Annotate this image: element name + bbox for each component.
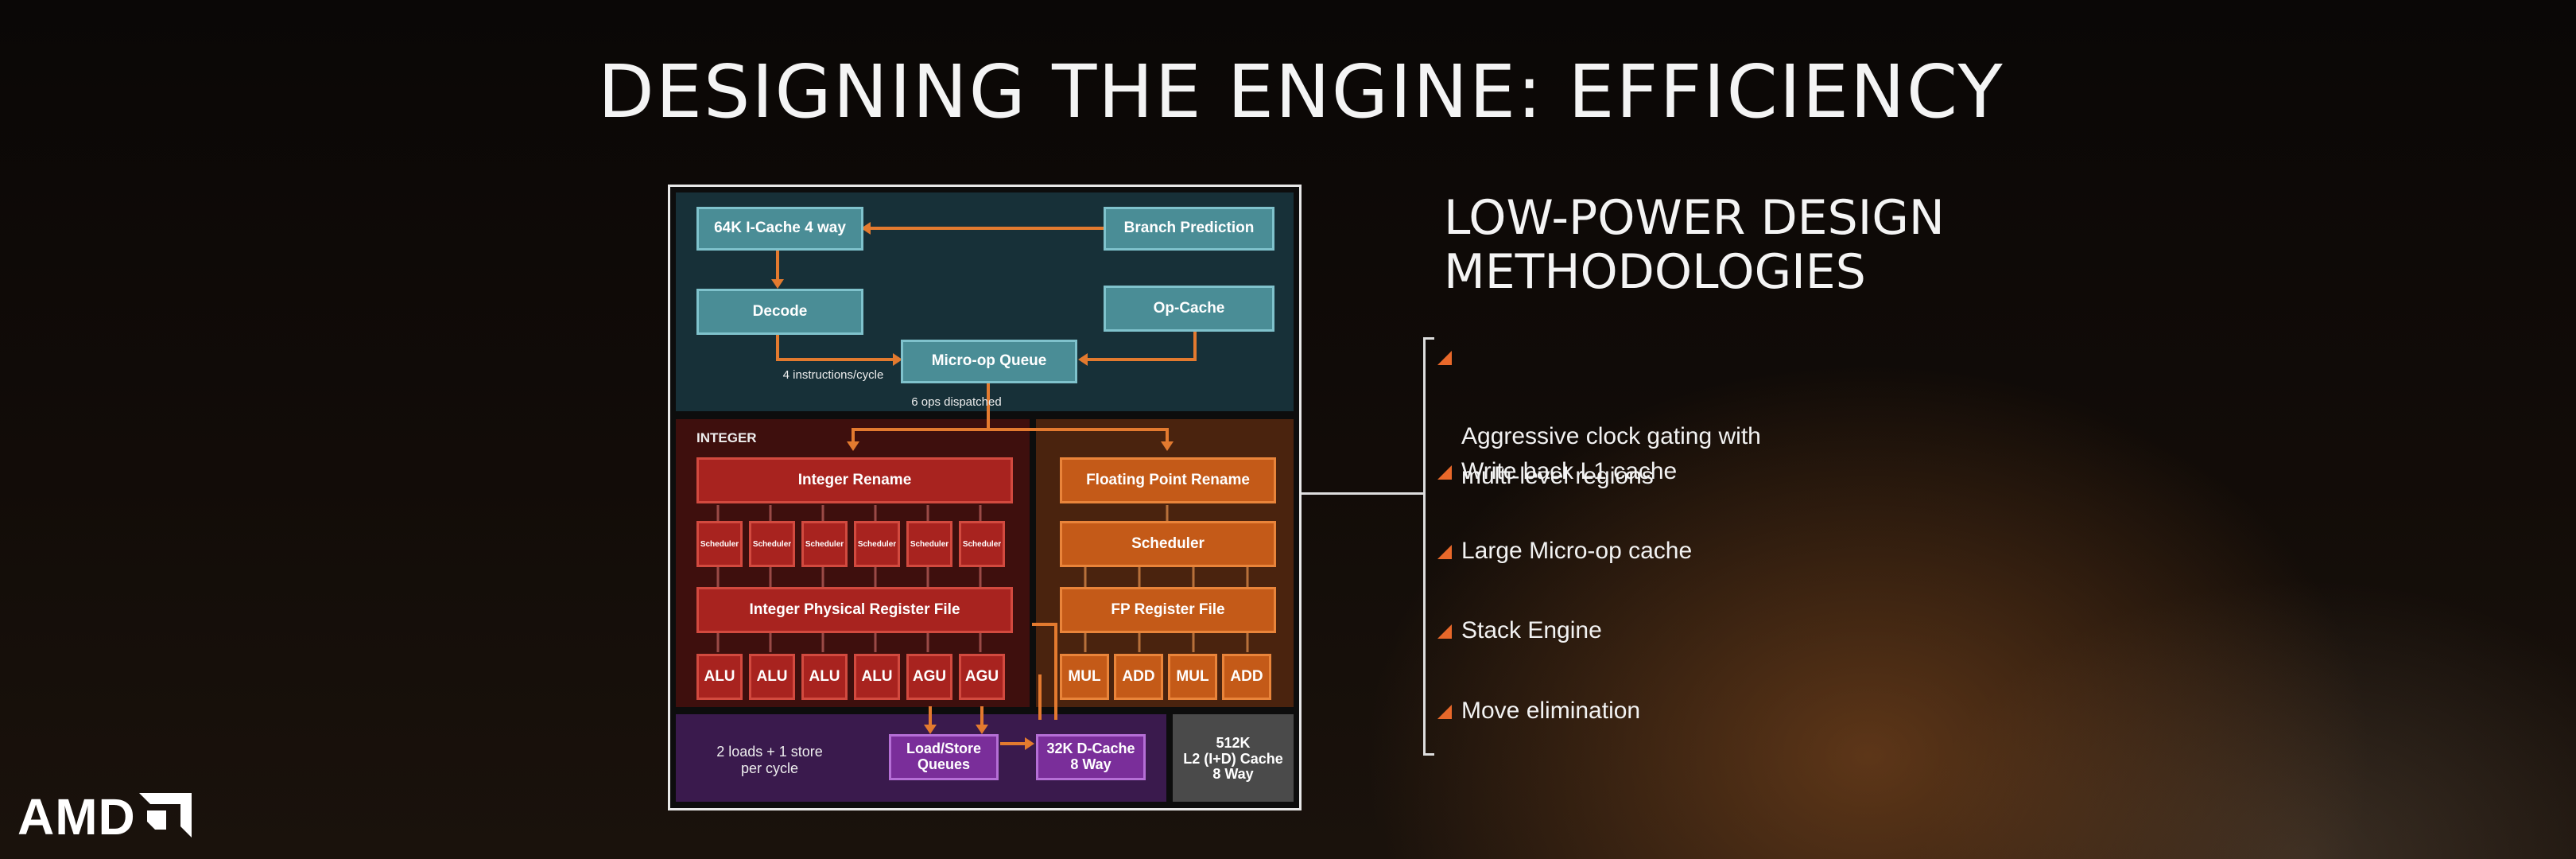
list-item-text: Move elimination <box>1461 698 1641 724</box>
core-block-diagram: 64K I-Cache 4 way Branch Prediction Deco… <box>668 185 1302 810</box>
bullet-triangle-icon <box>1437 705 1452 719</box>
integer-section-label: INTEGER <box>696 430 757 445</box>
alu-unit: ALU <box>696 654 743 700</box>
diagram-to-list-connector <box>1302 492 1423 495</box>
scheduler-box: Scheduler <box>854 521 900 567</box>
list-item: Stack Engine <box>1437 611 1602 651</box>
ops-dispatched-label: 6 ops dispatched <box>911 395 1002 409</box>
micro-op-queue-box: Micro-op Queue <box>901 340 1077 383</box>
load-store-queues-box: Load/Store Queues <box>889 734 999 780</box>
scheduler-box: Scheduler <box>749 521 795 567</box>
methodology-list: Aggressive clock gating with multi-level… <box>1423 337 1868 756</box>
list-bracket <box>1423 337 1434 756</box>
instructions-per-cycle-label: 4 instructions/cycle <box>782 368 884 382</box>
fp-mul-unit: MUL <box>1168 654 1217 700</box>
decode-box: Decode <box>696 289 863 335</box>
integer-register-file-box: Integer Physical Register File <box>696 587 1013 633</box>
fp-rename-box: Floating Point Rename <box>1060 457 1276 503</box>
alu-unit: ALU <box>854 654 900 700</box>
list-item: Aggressive clock gating with multi-level… <box>1437 337 1761 496</box>
bullet-triangle-icon <box>1437 465 1452 480</box>
d-cache-box: 32K D-Cache 8 Way <box>1036 734 1146 780</box>
alu-unit: ALU <box>749 654 795 700</box>
bullet-triangle-icon <box>1437 545 1452 559</box>
fp-mul-unit: MUL <box>1060 654 1109 700</box>
list-item-text: Aggressive clock gating with multi-level… <box>1461 423 1761 489</box>
list-item-text: Stack Engine <box>1461 617 1602 643</box>
integer-rename-box: Integer Rename <box>696 457 1013 503</box>
bullet-triangle-icon <box>1437 351 1452 365</box>
list-item: Large Micro-op cache <box>1437 531 1693 571</box>
branch-prediction-box: Branch Prediction <box>1104 207 1274 251</box>
scheduler-box: Scheduler <box>959 521 1005 567</box>
l2-region <box>1173 714 1294 802</box>
fp-register-file-box: FP Register File <box>1060 587 1276 633</box>
list-item-text: Large Micro-op cache <box>1461 538 1693 564</box>
agu-unit: AGU <box>959 654 1005 700</box>
opcache-box: Op-Cache <box>1104 286 1274 332</box>
logo-text: AMD <box>17 788 136 845</box>
icache-box: 64K I-Cache 4 way <box>696 207 863 251</box>
fp-add-unit: ADD <box>1114 654 1163 700</box>
scheduler-box: Scheduler <box>906 521 952 567</box>
amd-logo: AMD <box>17 787 192 846</box>
list-item: Move elimination <box>1437 691 1641 731</box>
l2-cache-box: 512K L2 (I+D) Cache 8 Way <box>1183 734 1283 783</box>
list-item-text: Write back L1 cache <box>1461 458 1678 484</box>
amd-arrow-icon <box>138 793 192 838</box>
fp-add-unit: ADD <box>1222 654 1271 700</box>
scheduler-box: Scheduler <box>801 521 848 567</box>
scheduler-box: Scheduler <box>696 521 743 567</box>
slide-title: DESIGNING THE ENGINE: EFFICIENCY <box>598 49 2004 134</box>
agu-unit: AGU <box>906 654 952 700</box>
loads-stores-label: 2 loads + 1 store per cycle <box>716 744 823 776</box>
alu-unit: ALU <box>801 654 848 700</box>
fp-scheduler-box: Scheduler <box>1060 521 1276 567</box>
list-item: Write back L1 cache <box>1437 452 1678 492</box>
section-heading: LOW-POWER DESIGN METHODOLOGIES <box>1444 190 1945 300</box>
bullet-triangle-icon <box>1437 624 1452 639</box>
